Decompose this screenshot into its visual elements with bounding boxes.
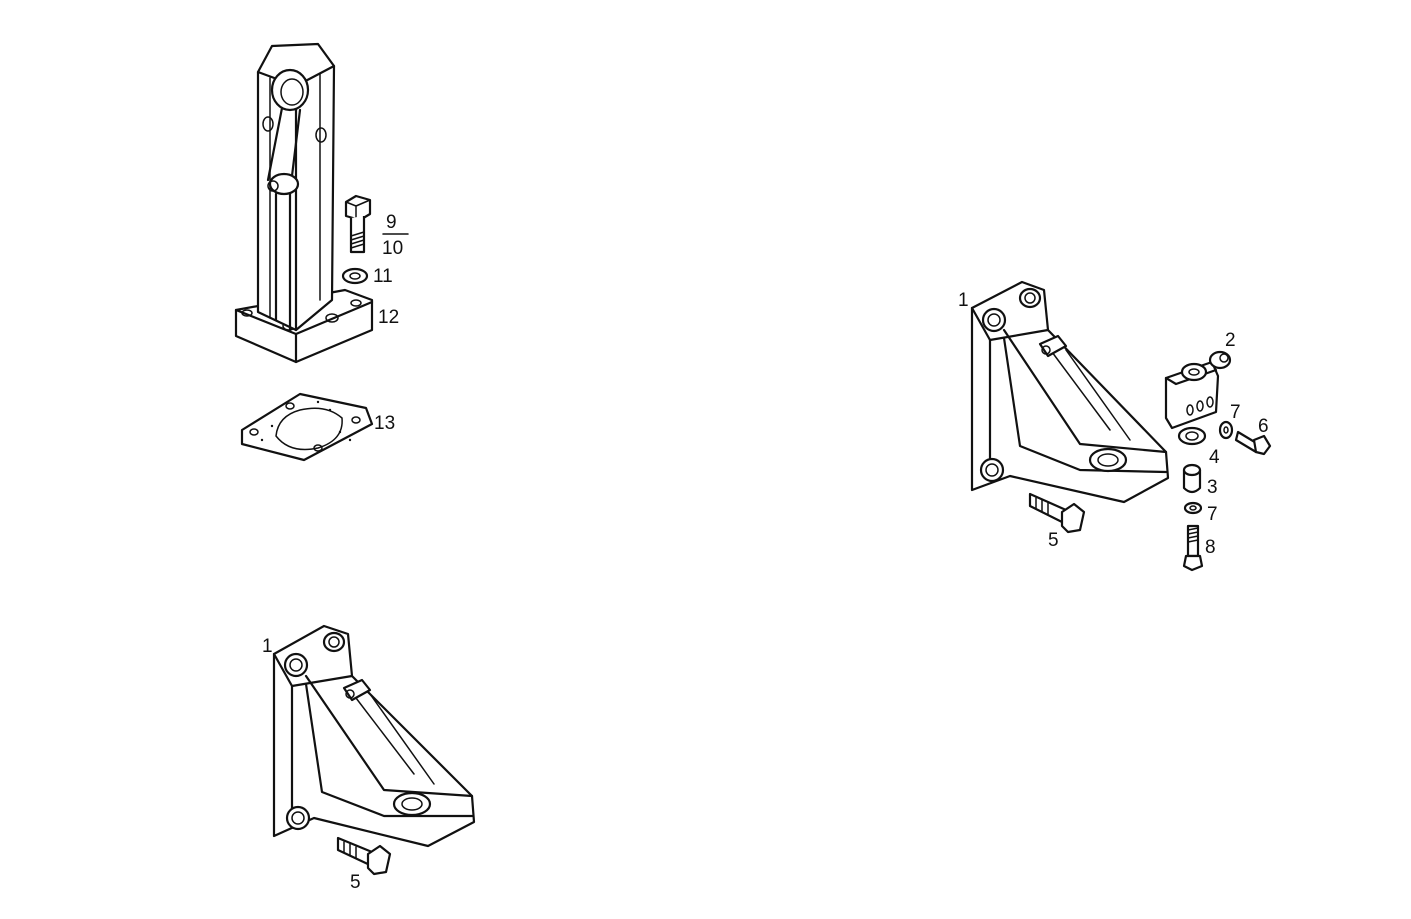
callout-3: 3 — [1207, 477, 1218, 498]
bracket-assembly-bottom-left: 1 5 — [262, 624, 476, 893]
bolt-part-6 — [1234, 430, 1272, 456]
callout-5-right: 5 — [1048, 530, 1059, 551]
callout-9: 9 — [386, 212, 397, 233]
spacer-part-4 — [1177, 426, 1207, 446]
callout-11: 11 — [373, 266, 393, 287]
washer-part-11 — [341, 267, 369, 285]
callout-5-bottom: 5 — [350, 872, 361, 893]
washer-part-7-lower — [1183, 501, 1203, 515]
callout-7-upper: 7 — [1230, 402, 1241, 423]
callout-1-bottom: 1 — [262, 636, 273, 657]
gasket-part-13 — [240, 392, 374, 462]
bracket-assembly-right: 1 2 7 6 4 3 7 8 5 — [958, 280, 1272, 572]
bolt-part-8 — [1182, 524, 1204, 572]
mounting-bracket-part-1-bottom — [272, 624, 476, 848]
column-body — [256, 42, 336, 332]
hinge-plate-part-2 — [1164, 350, 1232, 430]
mounting-bracket-part-1 — [970, 280, 1170, 504]
bushing-part-3 — [1182, 463, 1202, 494]
bolt-part-5-right — [1028, 492, 1086, 534]
support-column-assembly: 9 10 11 12 13 — [234, 42, 409, 462]
callout-6: 6 — [1258, 416, 1269, 437]
callout-2: 2 — [1225, 330, 1236, 351]
callout-13: 13 — [374, 413, 395, 434]
callout-8: 8 — [1205, 537, 1216, 558]
callout-7-lower: 7 — [1207, 504, 1218, 525]
bolt-part-9-10 — [344, 194, 372, 254]
callout-12: 12 — [378, 307, 399, 328]
washer-part-7-upper — [1218, 420, 1234, 440]
callout-10: 10 — [382, 238, 403, 259]
callout-1-right: 1 — [958, 290, 969, 311]
callout-4: 4 — [1209, 447, 1220, 468]
bolt-part-5-bottom — [336, 836, 392, 876]
